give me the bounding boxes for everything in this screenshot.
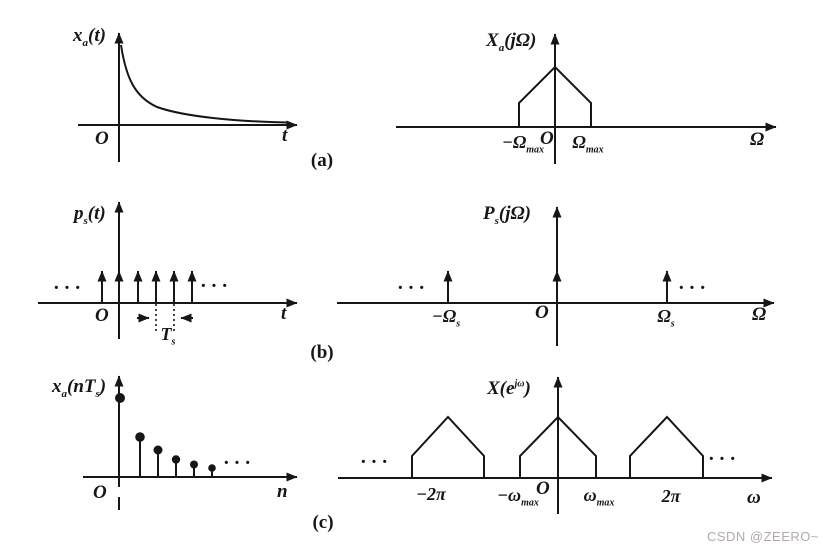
a-right-ylabel: Xa(jΩ) xyxy=(486,30,537,54)
spectrum-replica-left xyxy=(411,415,485,478)
b-right-tick-omega-s: Ωs xyxy=(657,306,675,330)
panel-c-right xyxy=(338,376,773,514)
b-left-ellipsis-right: ··· xyxy=(199,275,233,297)
c-left-ylabel: xa(nTs) xyxy=(52,376,107,400)
c-right-tick-omega-max: ωmax xyxy=(583,485,615,509)
triangular-spectrum xyxy=(518,65,592,127)
a-left-xlabel: t xyxy=(282,125,288,146)
b-right-tick-neg-omega-s: −Ωs xyxy=(431,306,461,330)
csdn-watermark: CSDN @ZEERO~ xyxy=(706,529,819,544)
panel-b-left xyxy=(38,201,298,339)
b-left-xlabel: t xyxy=(281,303,287,324)
c-right-tick-2pi: 2π xyxy=(661,486,681,506)
b-right-ellipsis-right: ··· xyxy=(677,277,711,299)
a-right-xlabel: Ω xyxy=(750,129,765,150)
sample-dot xyxy=(135,432,145,442)
c-right-tick-neg-omega-max: −ωmax xyxy=(497,485,539,509)
panel-b-right xyxy=(337,206,775,346)
c-left-xlabel: n xyxy=(277,481,288,502)
row-a-tag: (a) xyxy=(310,150,334,171)
panel-c-left xyxy=(83,375,298,510)
b-left-origin-label: O xyxy=(95,305,109,326)
b-left-ylabel: ps(t) xyxy=(74,203,106,227)
row-b-tag: (b) xyxy=(310,342,334,363)
b-right-ellipsis-left: ··· xyxy=(396,277,430,299)
exponential-curve xyxy=(120,44,288,124)
a-left-ylabel: xa(t) xyxy=(73,25,106,49)
a-right-tick-neg-omega-max: −Ωmax xyxy=(501,132,545,156)
b-left-period-label: Ts xyxy=(160,324,176,348)
panel-a-right xyxy=(396,33,777,164)
a-right-origin-label: O xyxy=(540,128,554,149)
b-left-ellipsis-left: ··· xyxy=(52,277,86,299)
c-left-ellipsis: ··· xyxy=(222,452,256,474)
row-c-tag: (c) xyxy=(312,512,334,533)
b-right-ylabel: Ps(jΩ) xyxy=(483,203,531,227)
c-right-tick-neg-2pi: −2π xyxy=(416,484,446,504)
spectrum-replica-right xyxy=(629,415,704,478)
sample-dot xyxy=(115,393,125,403)
panel-a-left xyxy=(78,32,298,162)
c-right-ellipsis-right: ··· xyxy=(707,448,741,470)
a-right-tick-omega-max: Ωmax xyxy=(572,132,604,156)
c-left-origin-label: O xyxy=(93,482,107,503)
c-right-ellipsis-left: ··· xyxy=(359,451,393,473)
sample-dot xyxy=(171,455,181,464)
sample-dot xyxy=(153,445,163,455)
c-right-ylabel: X(ejω) xyxy=(487,378,531,399)
sample-dot xyxy=(190,460,198,469)
b-right-xlabel: Ω xyxy=(752,304,767,325)
b-right-origin-label: O xyxy=(535,302,549,323)
stem-dots xyxy=(115,393,216,472)
spectrum-main xyxy=(519,415,597,478)
a-left-origin-label: O xyxy=(95,128,109,149)
c-right-xlabel: ω xyxy=(747,487,761,508)
c-right-origin-label: O xyxy=(536,478,550,499)
sample-dot xyxy=(208,464,216,472)
